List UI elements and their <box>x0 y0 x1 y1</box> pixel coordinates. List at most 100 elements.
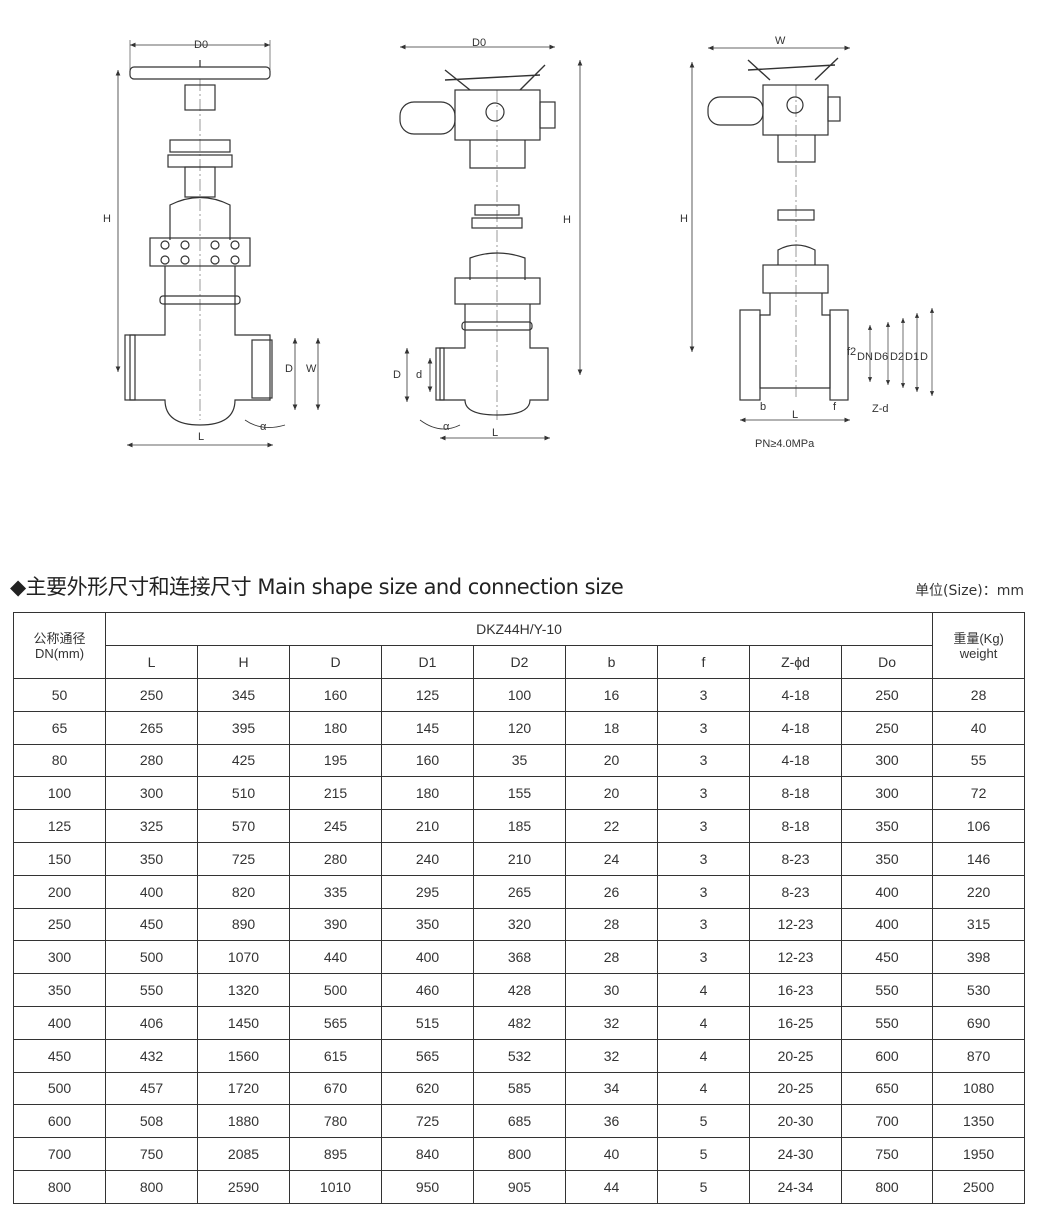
table-cell: 20 <box>565 776 658 811</box>
table-cell: 428 <box>473 973 566 1007</box>
table-cell: 100 <box>13 776 106 811</box>
table-cell: 146 <box>932 841 1026 876</box>
table-cell: 460 <box>381 973 474 1007</box>
table-cell: 530 <box>932 973 1026 1007</box>
table-cell: 160 <box>289 678 382 712</box>
table-cell: 500 <box>13 1071 106 1106</box>
table-cell: 515 <box>381 1005 474 1040</box>
table-cell: 1010 <box>289 1169 382 1204</box>
table-cell: 406 <box>105 1005 198 1040</box>
table-cell: 195 <box>289 743 382 778</box>
table-cell: 16-25 <box>749 1005 842 1040</box>
table-cell: 400 <box>840 874 934 909</box>
model-header: DKZ44H/Y-10 <box>104 612 934 646</box>
table-cell: 4 <box>657 1071 750 1106</box>
table-cell: 295 <box>381 874 474 909</box>
table-cell: 300 <box>840 776 934 811</box>
fig1-dim-d: D <box>285 363 293 375</box>
table-cell: 350 <box>13 973 106 1007</box>
table-cell: 34 <box>565 1071 658 1106</box>
fig2-dim-l: L <box>492 427 498 439</box>
table-cell: 685 <box>473 1104 566 1139</box>
table-cell: 265 <box>105 710 198 745</box>
column-header: f <box>657 645 750 679</box>
table-cell: 335 <box>289 874 382 909</box>
table-cell: 185 <box>473 809 566 843</box>
fig3-dim-dn: DN <box>857 351 873 363</box>
fig1-dim-w: W <box>306 363 317 375</box>
table-cell: 457 <box>105 1071 198 1106</box>
table-cell: 1720 <box>197 1071 290 1106</box>
fig3-dim-d6: D6 <box>874 351 888 363</box>
table-cell: 32 <box>565 1005 658 1040</box>
table-cell: 890 <box>197 907 290 942</box>
table-cell: 20-25 <box>749 1038 842 1073</box>
table-cell: 16-23 <box>749 973 842 1007</box>
table-cell: 4 <box>657 973 750 1007</box>
table-cell: 280 <box>105 743 198 778</box>
table-cell: 565 <box>289 1005 382 1040</box>
table-cell: 26 <box>565 874 658 909</box>
table-cell: 432 <box>105 1038 198 1073</box>
table-cell: 3 <box>657 776 750 811</box>
table-cell: 24 <box>565 841 658 876</box>
table-cell: 550 <box>840 973 934 1007</box>
table-cell: 5 <box>657 1137 750 1171</box>
table-cell: 80 <box>13 743 106 778</box>
table-cell: 450 <box>105 907 198 942</box>
column-header: D <box>289 645 382 679</box>
table-cell: 510 <box>197 776 290 811</box>
fig3-dim-zd: Z-d <box>872 403 889 415</box>
valve-drawing-flanged: W H f2 DN D6 D2 D1 D b f Z-d L PN≥4.0MPa <box>680 35 935 450</box>
table-cell: 650 <box>840 1071 934 1106</box>
table-cell: 350 <box>105 841 198 876</box>
column-header: D1 <box>381 645 474 679</box>
weight-header: 重量(Kg) weight <box>932 612 1026 679</box>
table-cell: 620 <box>381 1071 474 1106</box>
table-cell: 450 <box>13 1038 106 1073</box>
table-cell: 300 <box>13 940 106 975</box>
table-cell: 3 <box>657 841 750 876</box>
table-cell: 1320 <box>197 973 290 1007</box>
table-cell: 2500 <box>932 1169 1026 1204</box>
table-cell: 4-18 <box>749 678 842 712</box>
fig2-dim-small-d: d <box>416 369 422 381</box>
table-cell: 32 <box>565 1038 658 1073</box>
table-cell: 44 <box>565 1169 658 1204</box>
table-cell: 950 <box>381 1169 474 1204</box>
table-cell: 40 <box>565 1137 658 1171</box>
table-cell: 160 <box>381 743 474 778</box>
table-cell: 155 <box>473 776 566 811</box>
table-cell: 8-18 <box>749 776 842 811</box>
table-cell: 690 <box>932 1005 1026 1040</box>
fig3-dim-f: f <box>833 401 837 413</box>
table-cell: 265 <box>473 874 566 909</box>
column-header: Do <box>840 645 934 679</box>
table-cell: 120 <box>473 710 566 745</box>
table-cell: 1560 <box>197 1038 290 1073</box>
fig3-dim-f2: f2 <box>847 346 856 358</box>
table-cell: 425 <box>197 743 290 778</box>
table-cell: 750 <box>840 1137 934 1171</box>
table-cell: 400 <box>13 1005 106 1040</box>
table-cell: 16 <box>565 678 658 712</box>
table-cell: 345 <box>197 678 290 712</box>
fig3-dim-d: D <box>920 351 928 363</box>
dn-header: 公称通径 DN(mm) <box>13 612 106 679</box>
valve-drawing-handwheel: D0 H D W L α <box>103 39 321 448</box>
table-cell: 400 <box>381 940 474 975</box>
table-cell: 3 <box>657 743 750 778</box>
fig1-dim-l: L <box>198 431 204 443</box>
table-cell: 8-23 <box>749 874 842 909</box>
table-cell: 210 <box>381 809 474 843</box>
unit-label: 单位(Size)：mm <box>915 583 1024 599</box>
fig2-angle: α <box>443 421 450 433</box>
table-cell: 400 <box>105 874 198 909</box>
